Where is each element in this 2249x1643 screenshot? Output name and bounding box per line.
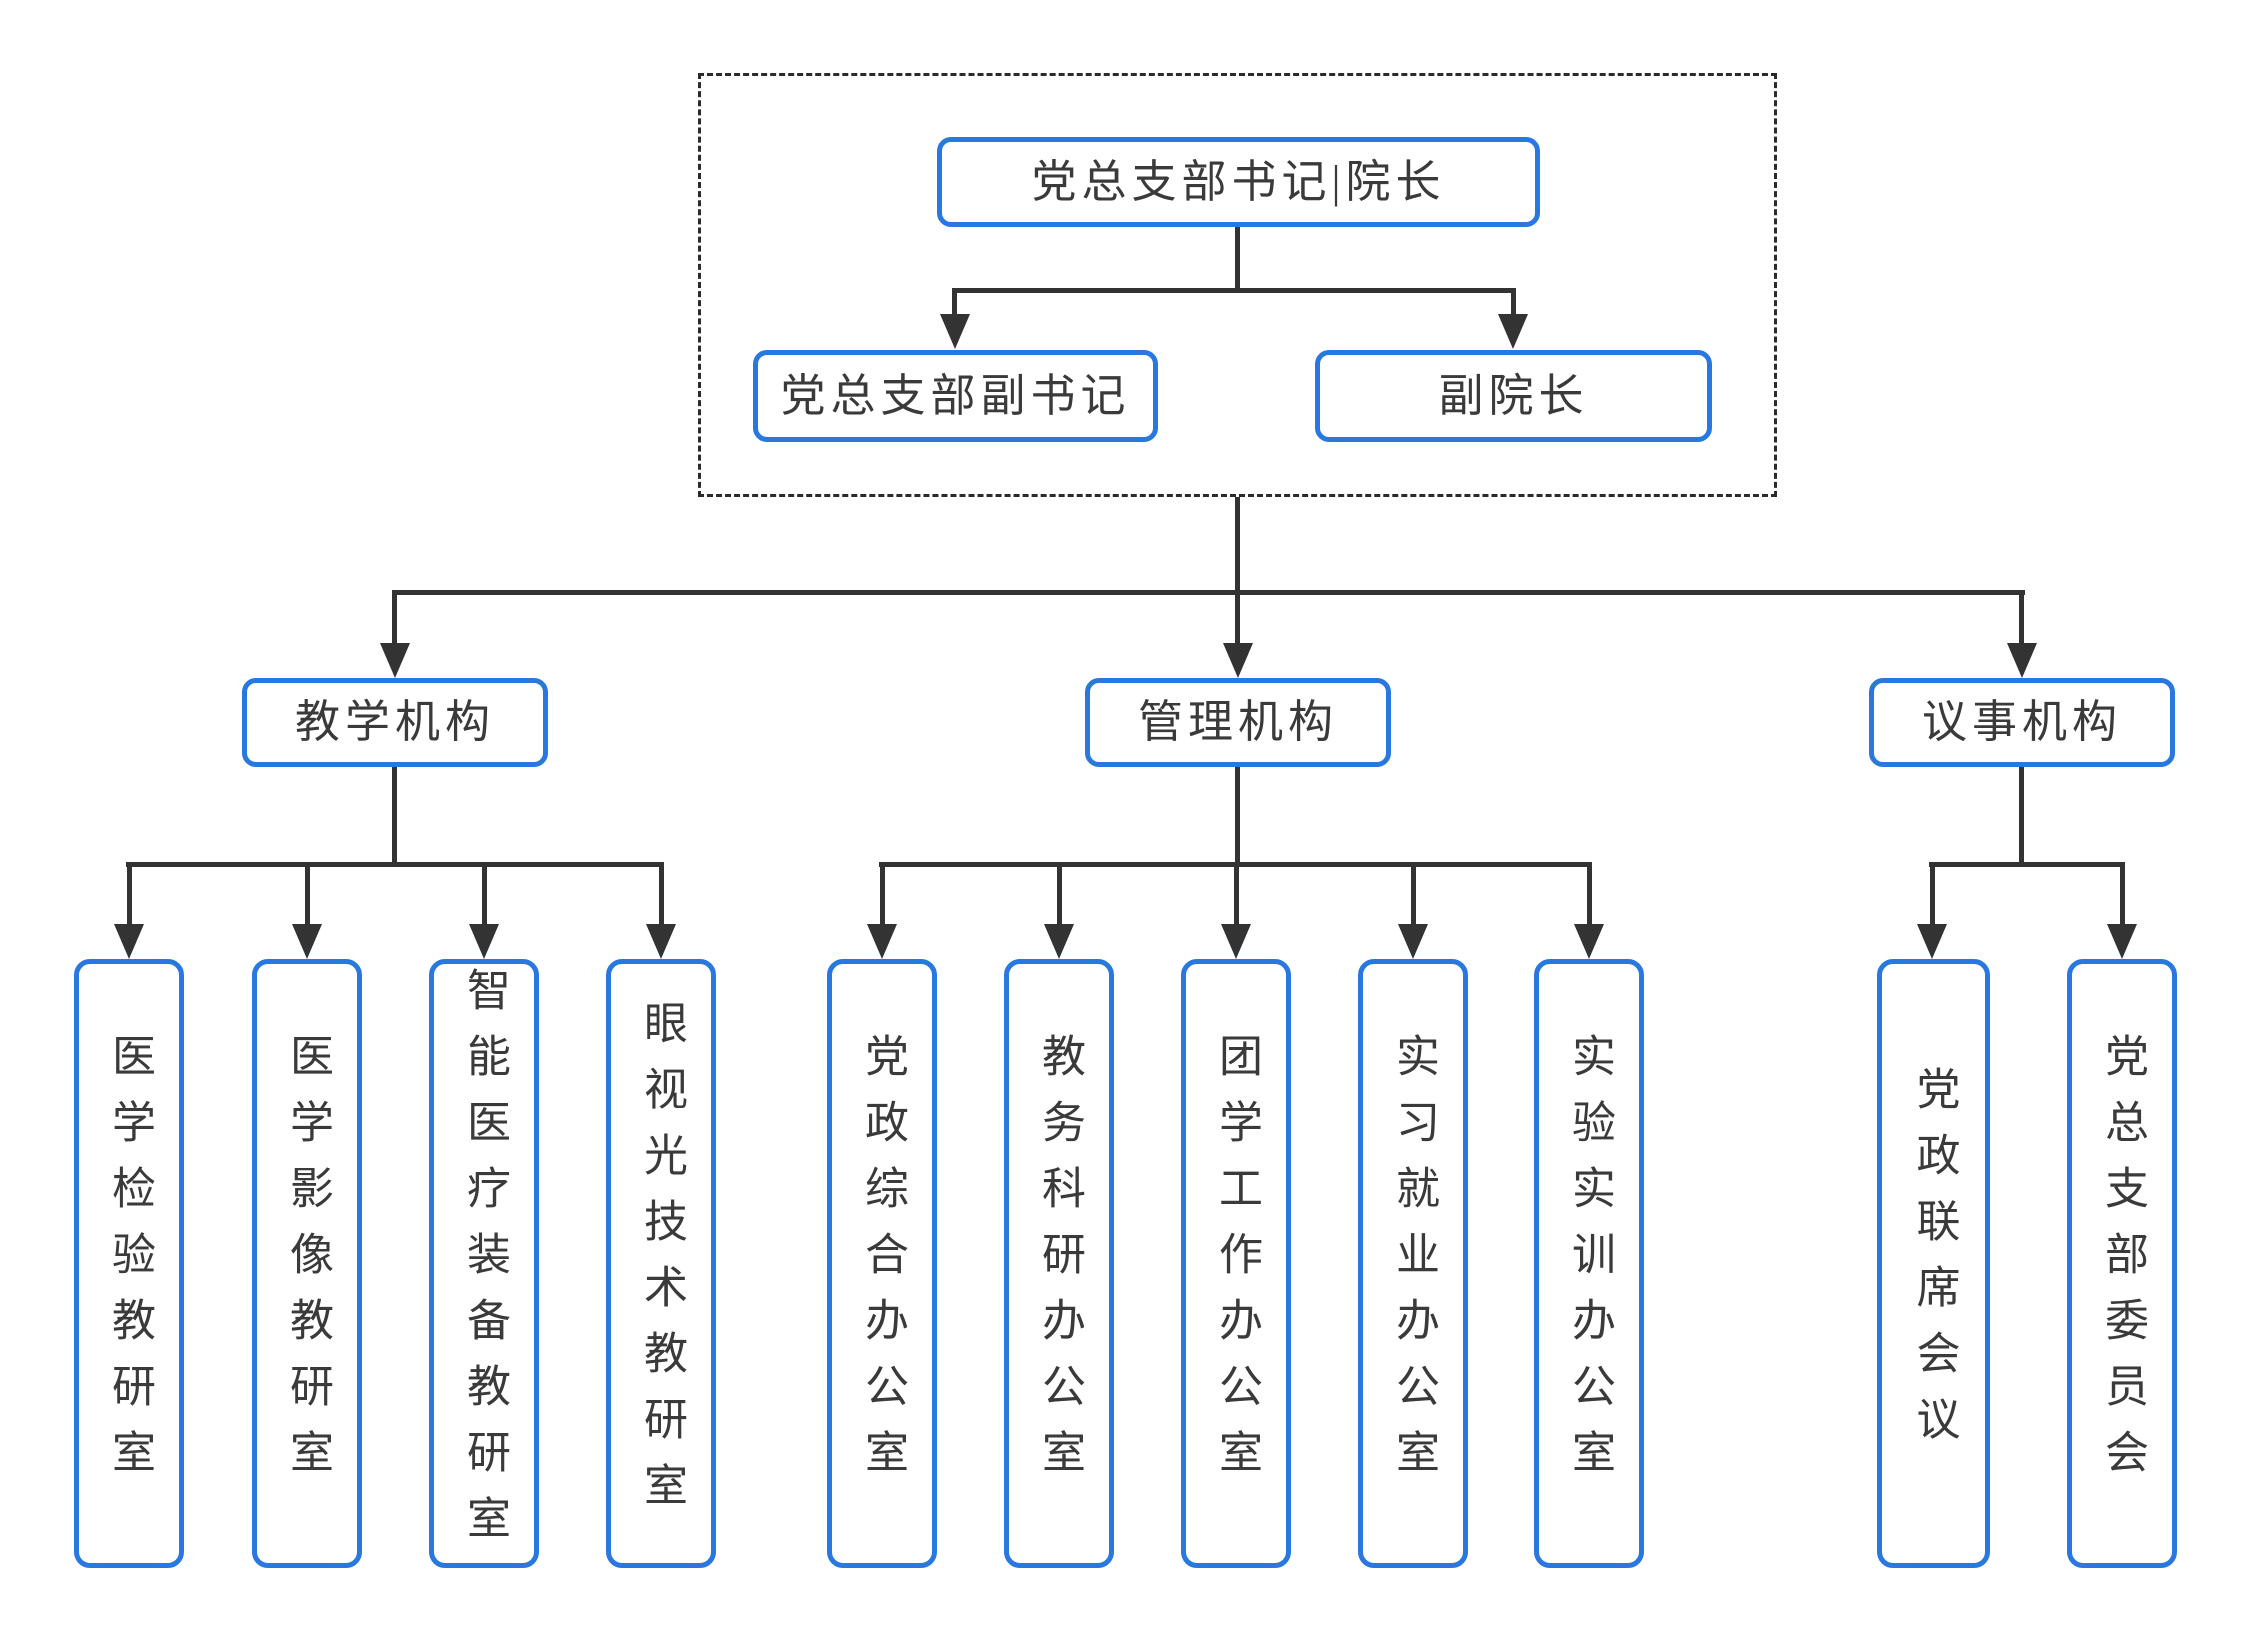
arrowhead-down-icon — [1044, 924, 1074, 959]
connector-line-v — [1057, 862, 1062, 928]
arrowhead-down-icon — [1221, 924, 1251, 959]
connector-line-v — [1930, 862, 1935, 928]
node-label: 管理机构 — [1137, 697, 1338, 747]
connector-line-v — [1411, 862, 1416, 928]
committee-party-general-branch[interactable]: 党总支部委员会 — [2067, 959, 2177, 1568]
branch-teaching-orgs[interactable]: 教学机构 — [242, 678, 548, 767]
arrowhead-down-icon — [2107, 924, 2137, 959]
connector-line-v — [1587, 862, 1592, 928]
connector-line-v — [1235, 590, 1240, 645]
dept-medical-imaging[interactable]: 医学影像教研室 — [252, 959, 362, 1568]
connector-line-h — [126, 862, 664, 867]
connector-line-v — [880, 862, 885, 928]
branch-admin-orgs[interactable]: 管理机构 — [1085, 678, 1391, 767]
connector-line-h — [1929, 862, 2125, 867]
office-youth-league-work[interactable]: 团学工作办公室 — [1181, 959, 1291, 1568]
node-deputy-party-secretary[interactable]: 党总支部副书记 — [753, 350, 1158, 442]
node-label: 医学检验教研室 — [105, 1032, 154, 1495]
connector-line-v — [1234, 862, 1239, 928]
connector-line-v — [952, 288, 957, 318]
connector-line-v — [2019, 767, 2024, 867]
node-label: 党政综合办公室 — [858, 1032, 907, 1495]
node-label: 副院长 — [1438, 370, 1589, 421]
arrowhead-down-icon — [940, 314, 970, 349]
arrowhead-down-icon — [867, 924, 897, 959]
node-label: 智能医疗装备教研室 — [460, 966, 509, 1561]
connector-line-v — [392, 590, 397, 645]
node-label: 党总支部副书记 — [780, 370, 1131, 421]
arrowhead-down-icon — [1574, 924, 1604, 959]
connector-line-v — [482, 862, 487, 928]
node-label: 教学机构 — [294, 697, 495, 747]
arrowhead-down-icon — [292, 924, 322, 959]
node-label: 教务科研办公室 — [1035, 1032, 1084, 1495]
connector-line-h — [392, 590, 2025, 595]
council-party-admin-joint-meeting[interactable]: 党政联席会议 — [1877, 959, 1990, 1568]
dept-optometry-technology[interactable]: 眼视光技术教研室 — [606, 959, 716, 1568]
arrowhead-down-icon — [1498, 314, 1528, 349]
connector-line-v — [2019, 590, 2024, 645]
office-party-admin-general[interactable]: 党政综合办公室 — [827, 959, 937, 1568]
arrowhead-down-icon — [646, 924, 676, 959]
office-internship-employment[interactable]: 实习就业办公室 — [1358, 959, 1468, 1568]
node-vice-president[interactable]: 副院长 — [1315, 350, 1712, 442]
office-lab-practical-training[interactable]: 实验实训办公室 — [1534, 959, 1644, 1568]
arrowhead-down-icon — [114, 924, 144, 959]
branch-deliberative-orgs[interactable]: 议事机构 — [1869, 678, 2175, 767]
connector-line-v — [305, 862, 310, 928]
connector-line-v — [1235, 497, 1240, 595]
node-label: 党政联席会议 — [1909, 1065, 1959, 1462]
connector-line-h — [952, 288, 1516, 293]
connector-line-v — [127, 862, 132, 928]
arrowhead-down-icon — [469, 924, 499, 959]
connector-line-v — [1235, 227, 1240, 293]
arrowhead-down-icon — [1917, 924, 1947, 959]
node-label: 眼视光技术教研室 — [637, 999, 686, 1528]
leadership-group-frame — [698, 73, 1777, 497]
connector-line-v — [659, 862, 664, 928]
connector-line-v — [392, 767, 397, 867]
connector-line-v — [2120, 862, 2125, 928]
node-label: 议事机构 — [1921, 697, 2122, 747]
arrowhead-down-icon — [2007, 643, 2037, 678]
node-label: 实验实训办公室 — [1565, 1032, 1614, 1495]
arrowhead-down-icon — [1398, 924, 1428, 959]
office-academic-research[interactable]: 教务科研办公室 — [1004, 959, 1114, 1568]
node-label: 党总支部委员会 — [2098, 1032, 2147, 1495]
node-party-secretary-dean[interactable]: 党总支部书记|院长 — [937, 137, 1540, 227]
node-label: 实习就业办公室 — [1389, 1032, 1438, 1495]
dept-intelligent-medical-equipment[interactable]: 智能医疗装备教研室 — [429, 959, 539, 1568]
dept-medical-lab[interactable]: 医学检验教研室 — [74, 959, 184, 1568]
connector-line-v — [1511, 288, 1516, 318]
arrowhead-down-icon — [380, 643, 410, 678]
node-label: 医学影像教研室 — [283, 1032, 332, 1495]
node-label: 团学工作办公室 — [1212, 1032, 1261, 1495]
node-label: 党总支部书记|院长 — [1031, 156, 1446, 207]
connector-line-v — [1235, 767, 1240, 867]
arrowhead-down-icon — [1223, 643, 1253, 678]
